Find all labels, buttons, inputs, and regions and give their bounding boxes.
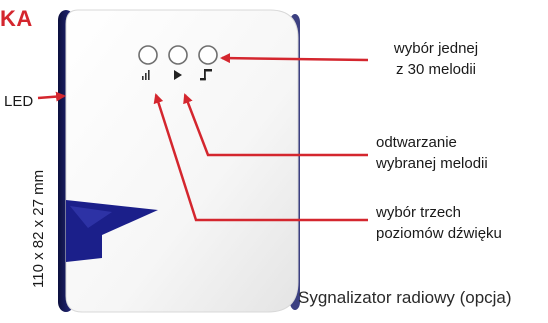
volume-button[interactable] — [138, 45, 158, 65]
melody-select-line1: wybór jednej — [393, 40, 479, 57]
led-arrow — [37, 91, 66, 102]
led-label: LED — [4, 93, 34, 110]
melody-select-label: wybór jednej z 30 melodii — [372, 38, 500, 80]
heading-fragment: KA — [0, 6, 33, 31]
play-line2: wybranej melodii — [376, 155, 488, 172]
play-line1: odtwarzanie — [376, 134, 457, 151]
volume-label: wybór trzech poziomów dźwięku — [376, 202, 502, 244]
volume-bars-icon — [142, 70, 150, 80]
music-note-icon — [200, 69, 212, 81]
volume-line2: poziomów dźwięku — [376, 225, 502, 242]
dimensions-label: 110 x 82 x 27 mm — [30, 169, 47, 288]
volume-line1: wybór trzech — [376, 204, 462, 221]
device-body — [65, 9, 299, 313]
caption: Sygnalizator radiowy (opcja) — [298, 288, 512, 307]
melody-arrow — [220, 53, 369, 64]
play-arrow — [183, 93, 368, 157]
melody-button[interactable] — [198, 45, 218, 65]
led-highlight — [70, 206, 112, 228]
volume-arrow — [153, 93, 368, 222]
melody-select-line2: z 30 melodii — [395, 61, 477, 78]
play-button[interactable] — [168, 45, 188, 65]
play-icon — [174, 70, 182, 80]
play-label: odtwarzanie wybranej melodii — [376, 132, 488, 174]
